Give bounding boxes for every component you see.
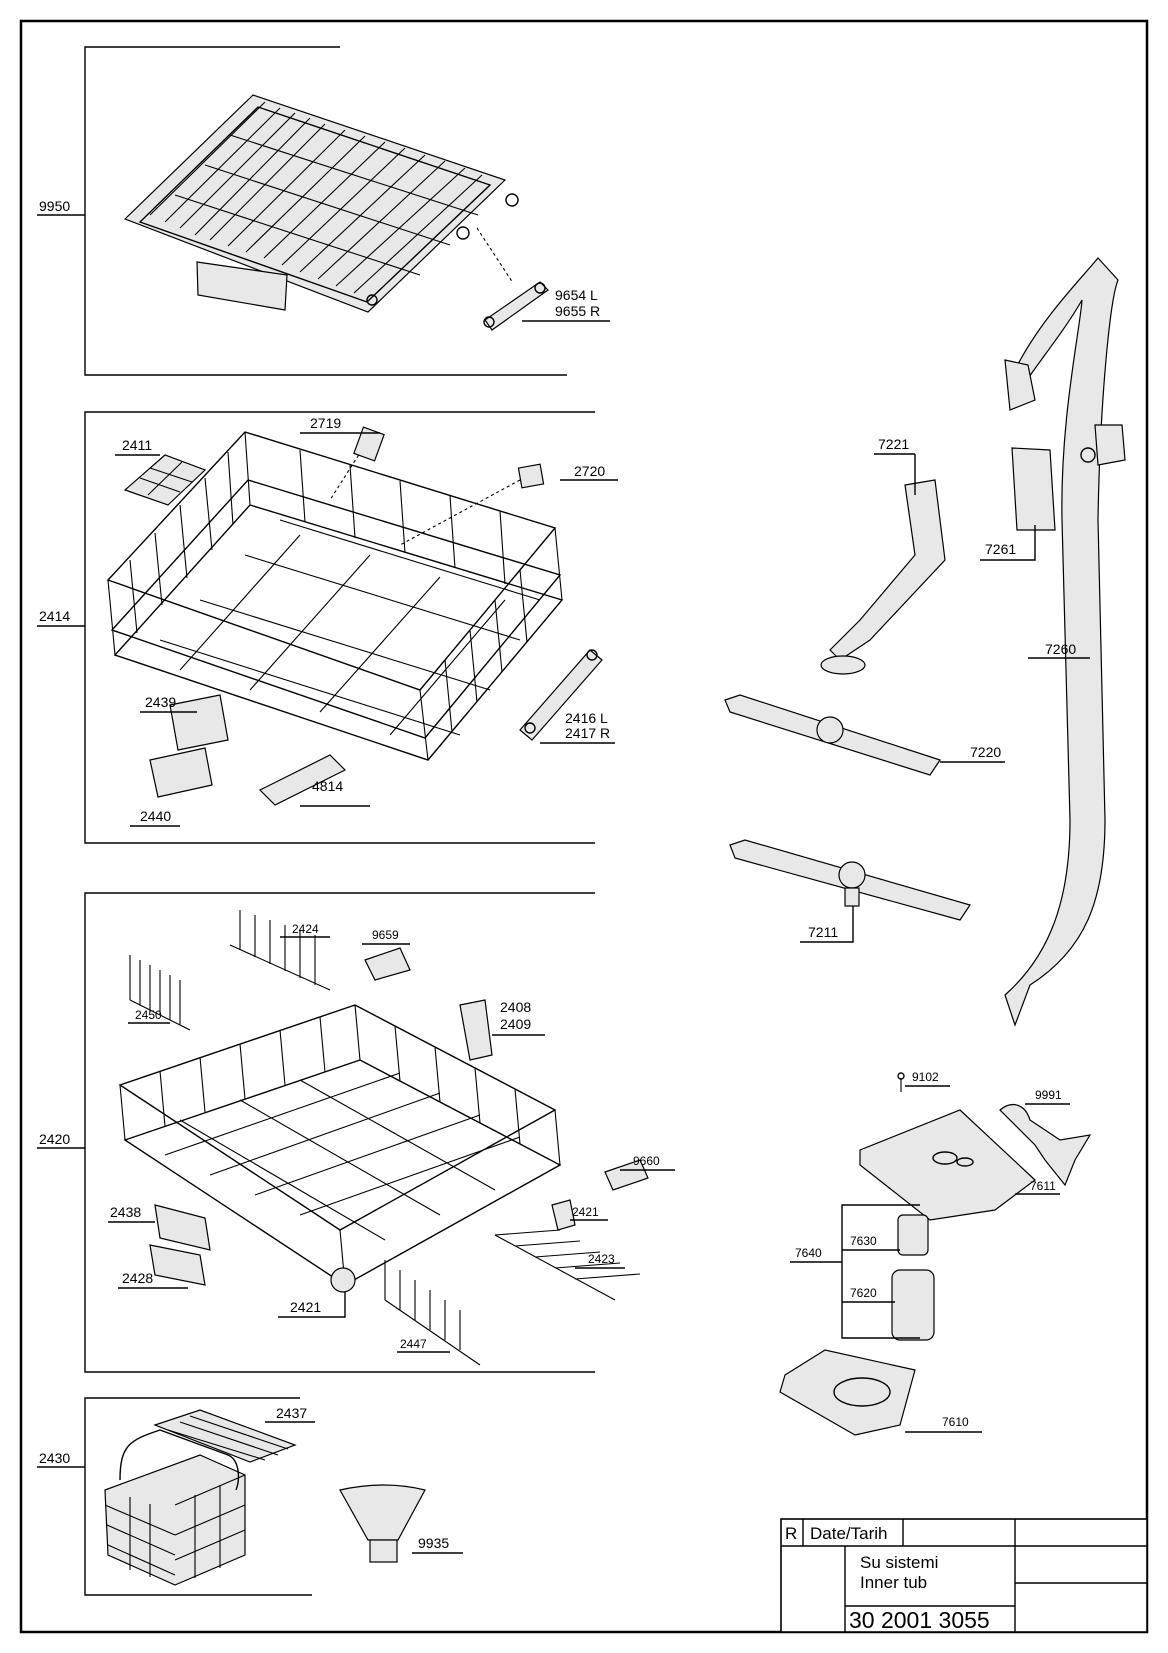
part-label-7221: 7221: [878, 436, 909, 452]
part-label-2719: 2719: [310, 415, 341, 431]
part-label-9660: 9660: [633, 1154, 660, 1168]
part-label-7630: 7630: [850, 1234, 877, 1248]
upper-basket-illustration: [106, 426, 603, 806]
part-label-7620: 7620: [850, 1286, 877, 1300]
part-label-7220: 7220: [970, 744, 1001, 760]
part-label-2439: 2439: [145, 694, 176, 710]
spray-arm-assembly: [724, 257, 1126, 1027]
part-label-2438: 2438: [110, 1204, 141, 1220]
title-block-date-label: Date/Tarih: [810, 1524, 887, 1543]
part-label-9655: 9655 R: [555, 303, 600, 319]
part-label-9935: 9935: [418, 1535, 449, 1551]
part-label-7261: 7261: [985, 541, 1016, 557]
group-label-2430: 2430: [39, 1450, 70, 1466]
part-label-9102: 9102: [912, 1070, 939, 1084]
part-label-2440: 2440: [140, 808, 171, 824]
part-label-2408: 2408: [500, 999, 531, 1015]
part-label-9991: 9991: [1035, 1088, 1062, 1102]
part-label-7640: 7640: [795, 1246, 822, 1260]
part-label-2437: 2437: [276, 1405, 307, 1421]
part-label-2424: 2424: [292, 922, 319, 936]
title-block-name-en: Inner tub: [860, 1573, 927, 1592]
part-label-9659: 9659: [372, 928, 399, 942]
drawing-frame: [19, 19, 1149, 1634]
part-label-9654: 9654 L: [555, 287, 598, 303]
part-label-2421-right: 2421: [572, 1205, 599, 1219]
part-label-2411: 2411: [122, 437, 152, 453]
part-label-2409: 2409: [500, 1016, 531, 1032]
part-label-2417: 2417 R: [565, 725, 610, 741]
group-label-2414: 2414: [39, 608, 70, 624]
part-label-2421-filter: 2421: [290, 1299, 321, 1315]
cutlery-basket-illustration: [104, 1409, 426, 1586]
part-label-7611: 7611: [1030, 1179, 1056, 1193]
title-block-name-tr: Su sistemi: [860, 1553, 938, 1572]
group-label-2420: 2420: [39, 1131, 70, 1147]
title-block: R Date/Tarih Su sistemi Inner tub 30 200…: [780, 1518, 1148, 1633]
part-label-2416: 2416 L: [565, 710, 608, 726]
part-label-7610: 7610: [942, 1415, 969, 1429]
part-label-2450: 2450: [135, 1008, 162, 1022]
part-label-7260: 7260: [1045, 641, 1076, 657]
cutlery-tray-illustration: [123, 94, 549, 331]
group-upper-basket: 2414: [37, 411, 618, 844]
part-label-2447: 2447: [400, 1337, 427, 1351]
lower-basket-illustration: [118, 910, 649, 1366]
part-label-7211: 7211: [808, 924, 838, 940]
part-label-2428: 2428: [122, 1270, 153, 1286]
sump-filter-assembly: [779, 1072, 1092, 1436]
part-label-2720: 2720: [574, 463, 605, 479]
group-label-9950: 9950: [39, 198, 70, 214]
part-label-4814: 4814: [312, 778, 343, 794]
title-block-drawing-number: 30 2001 3055: [849, 1607, 990, 1633]
part-label-2423: 2423: [588, 1252, 615, 1266]
group-lower-basket: 2420: [37, 892, 675, 1373]
group-cutlery-basket: 2430 2437 9935: [37, 1397, 463, 1596]
group-upper-tray: 9950 9654 L 9655 R: [37, 46, 610, 376]
title-block-revision: R: [785, 1524, 797, 1543]
